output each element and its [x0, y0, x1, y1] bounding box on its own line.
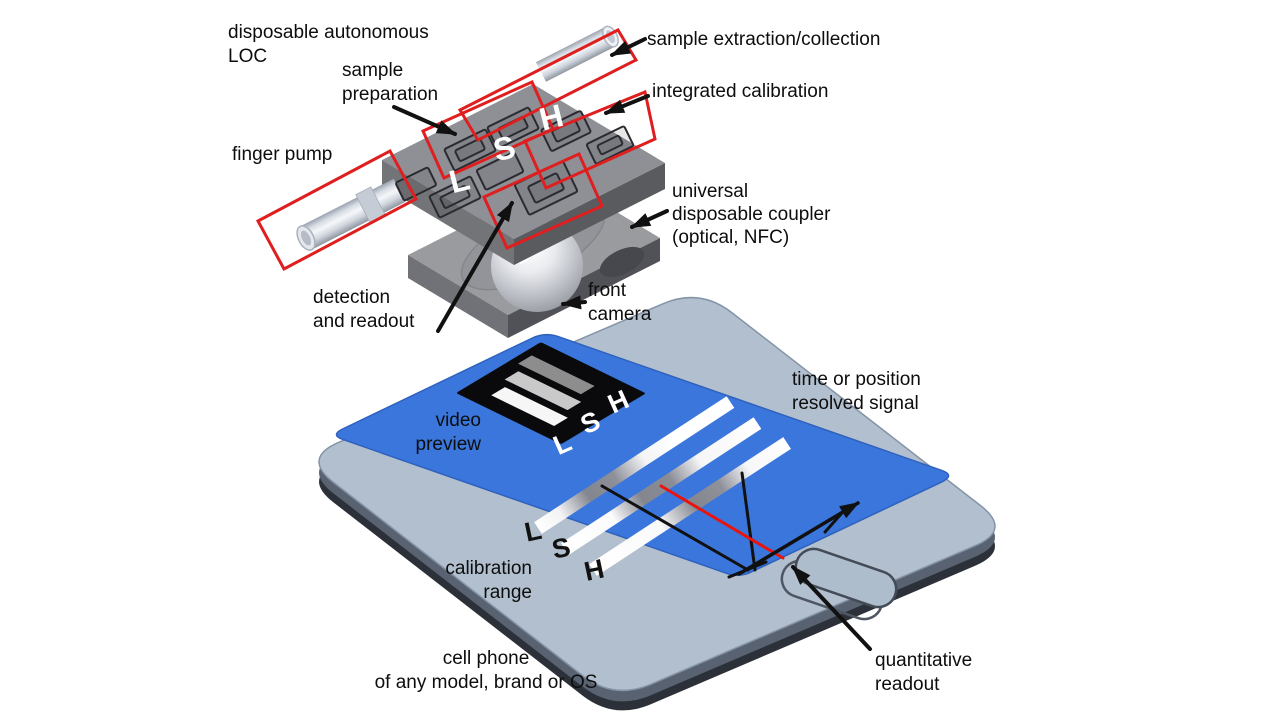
label-quantitative-readout: quantitative readout	[875, 649, 972, 697]
label-line: disposable coupler	[672, 204, 831, 225]
label-calibration-range: calibration range	[400, 557, 532, 605]
label-finger-pump: finger pump	[232, 143, 332, 167]
label-detection-readout: detection and readout	[313, 286, 414, 334]
label-line: detection	[313, 287, 391, 308]
home-button	[794, 547, 898, 609]
arrow-front-camera	[561, 295, 587, 310]
label-disposable-loc: disposable autonomous LOC	[228, 21, 429, 69]
label-time-position-signal: time or position resolved signal	[792, 368, 921, 416]
label-line: preview	[415, 434, 481, 455]
label-line: quantitative	[875, 650, 973, 671]
arrow-sample-extraction	[610, 37, 647, 57]
scanline-high	[740, 471, 757, 572]
label-line: resolved signal	[792, 393, 919, 414]
region-finger-pump	[255, 148, 419, 272]
stripe-letter-S: S	[549, 532, 573, 565]
label-line: sample extraction/collection	[647, 29, 881, 50]
signal-axis-arrow	[737, 501, 860, 576]
arrow-integrated-calibration	[604, 94, 650, 115]
preview-bar-sample	[504, 371, 582, 411]
stripe-high	[589, 437, 791, 576]
screen-content: L S H L S H	[457, 342, 860, 587]
chip-top-face	[382, 84, 665, 239]
scanline-quantitative-red	[659, 484, 785, 560]
label-line: (optical, NFC)	[672, 227, 790, 248]
label-integrated-calibration: integrated calibration	[652, 80, 828, 104]
label-line: video	[435, 410, 481, 431]
region-sample-extraction	[457, 28, 639, 142]
chip-front-right-face	[514, 163, 665, 265]
label-sample-extraction: sample extraction/collection	[647, 28, 880, 52]
label-line: camera	[588, 304, 652, 325]
label-sample-preparation: sample preparation	[342, 59, 438, 107]
label-line: of any model, brand or OS	[374, 672, 598, 693]
finger-pump-tube	[296, 178, 406, 251]
readout-axis-group	[600, 471, 860, 579]
label-line: disposable autonomous	[228, 22, 429, 43]
coupler-corner-notch	[599, 246, 645, 278]
label-line: sample	[342, 60, 404, 81]
arrow-sample-preparation	[392, 105, 457, 136]
label-line: calibration	[445, 558, 532, 579]
stripe-letter-L: L	[522, 515, 544, 548]
label-line: LOC	[228, 46, 268, 67]
preview-bar-high	[518, 355, 595, 395]
microfluidic-chambers	[395, 106, 635, 219]
preview-marker-letters: L S H	[549, 384, 634, 461]
label-line: and readout	[313, 311, 415, 332]
label-cell-phone: cell phone of any model, brand or OS	[360, 647, 612, 695]
annotation-arrows	[392, 37, 872, 651]
label-line: readout	[875, 674, 940, 695]
arrow-quantitative-readout	[791, 565, 872, 651]
video-preview-thumbnail	[457, 342, 645, 444]
label-line: integrated calibration	[652, 81, 829, 102]
stripe-low	[534, 396, 735, 534]
label-line: preparation	[342, 84, 439, 105]
scanline-low	[600, 484, 750, 572]
arrow-detection-readout	[436, 201, 514, 333]
red-function-regions	[255, 28, 657, 272]
stripe-marker-letters: L S H	[522, 515, 607, 587]
label-front-camera: front camera	[588, 279, 651, 327]
label-line: range	[483, 582, 532, 603]
axis-tick	[823, 512, 843, 534]
label-video-preview: video preview	[380, 409, 481, 457]
label-line: finger pump	[232, 144, 333, 165]
label-line: time or position	[792, 369, 921, 390]
label-universal-coupler: universal disposable coupler (optical, N…	[672, 180, 830, 249]
arrow-universal-coupler	[630, 209, 669, 229]
region-detection	[482, 152, 604, 250]
preview-bar-low	[491, 387, 568, 426]
label-line: universal	[672, 181, 749, 202]
label-line: front	[588, 280, 627, 301]
chip-front-left-face	[382, 160, 514, 265]
loc-chip: L S H	[255, 25, 665, 272]
label-line: cell phone	[442, 648, 530, 669]
